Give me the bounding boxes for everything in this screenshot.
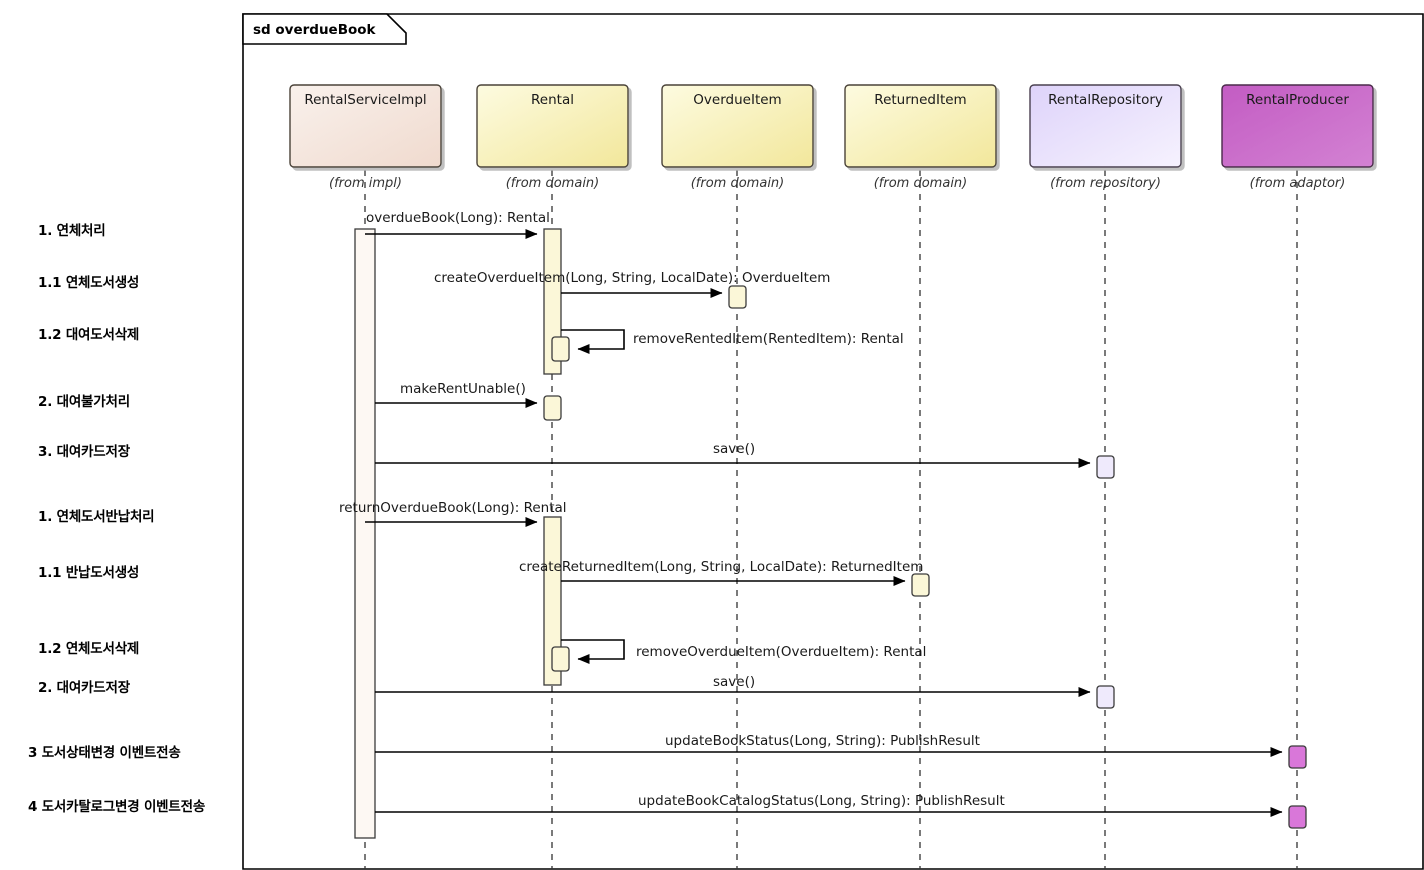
lifeline-package-overdueitem: (from domain) <box>690 176 785 191</box>
message-arrow-removeOverdueItem <box>561 639 625 664</box>
lifeline-package-returneditem: (from domain) <box>873 176 968 191</box>
message-label-removeOverdueItem: removeOverdueItem(OverdueItem): Rental <box>636 644 927 660</box>
lifeline-header-boxes <box>289 84 1374 168</box>
lifeline-title-rentalserviceimpl: RentalServiceImpl <box>304 92 427 108</box>
lifeline-package-rentalrepository: (from repository) <box>1050 176 1161 191</box>
message-label-createReturnedItem: createReturnedItem(Long, String, LocalDa… <box>519 559 924 575</box>
step-label-1: 1. 연체처리 <box>38 223 106 239</box>
message-label-overdueBook: overdueBook(Long): Rental <box>366 210 550 226</box>
message-label-updateBookStatus: updateBookStatus(Long, String): PublishR… <box>665 733 980 749</box>
message-label-updateBookCatalogStatus: updateBookCatalogStatus(Long, String): P… <box>638 793 1005 809</box>
message-label-createOverdueItem: createOverdueItem(Long, String, LocalDat… <box>434 270 831 286</box>
lifeline-title-rental: Rental <box>531 92 574 108</box>
lifeline-title-overdueitem: OverdueItem <box>693 92 782 108</box>
message-arrows <box>365 229 1283 817</box>
message-label-returnOverdueBook: returnOverdueBook(Long): Rental <box>339 500 567 516</box>
step-label-return-1-2: 1.2 연체도서삭제 <box>38 641 140 657</box>
message-label-makeRentUnable: makeRentUnable() <box>400 381 526 397</box>
lifeline-package-rentalproducer: (from adaptor) <box>1249 176 1346 191</box>
message-arrow-removeRentedItem <box>561 329 625 354</box>
step-label-return-2: 2. 대여카드저장 <box>38 680 130 696</box>
lifeline-title-returneditem: ReturnedItem <box>874 92 967 108</box>
frame-label: sd overdueBook <box>253 22 376 38</box>
message-label-save-2: save() <box>713 674 756 690</box>
step-label-return-3: 3 도서상태변경 이벤트전송 <box>28 745 181 761</box>
message-label-removeRentedItem: removeRentedItem(RentedItem): Rental <box>633 331 904 347</box>
step-label-return-1-1: 1.1 반납도서생성 <box>38 565 140 581</box>
step-label-2: 2. 대여불가처리 <box>38 394 130 410</box>
message-label-save-1: save() <box>713 441 756 457</box>
interaction-frame <box>242 13 1424 870</box>
step-label-1-1: 1.1 연체도서생성 <box>38 275 140 291</box>
lifeline-title-rentalrepository: RentalRepository <box>1048 92 1163 108</box>
step-label-return-4: 4 도서카탈로그변경 이벤트전송 <box>28 799 206 815</box>
step-label-3: 3. 대여카드저장 <box>38 444 130 460</box>
lifeline-package-rentalserviceimpl: (from impl) <box>329 176 402 191</box>
step-label-1-2: 1.2 대여도서삭제 <box>38 327 140 343</box>
activation-bars <box>354 228 1307 839</box>
lifeline-title-rentalproducer: RentalProducer <box>1246 92 1349 108</box>
step-label-return-1: 1. 연체도서반납처리 <box>38 509 155 525</box>
lifeline-package-rental: (from domain) <box>505 176 600 191</box>
